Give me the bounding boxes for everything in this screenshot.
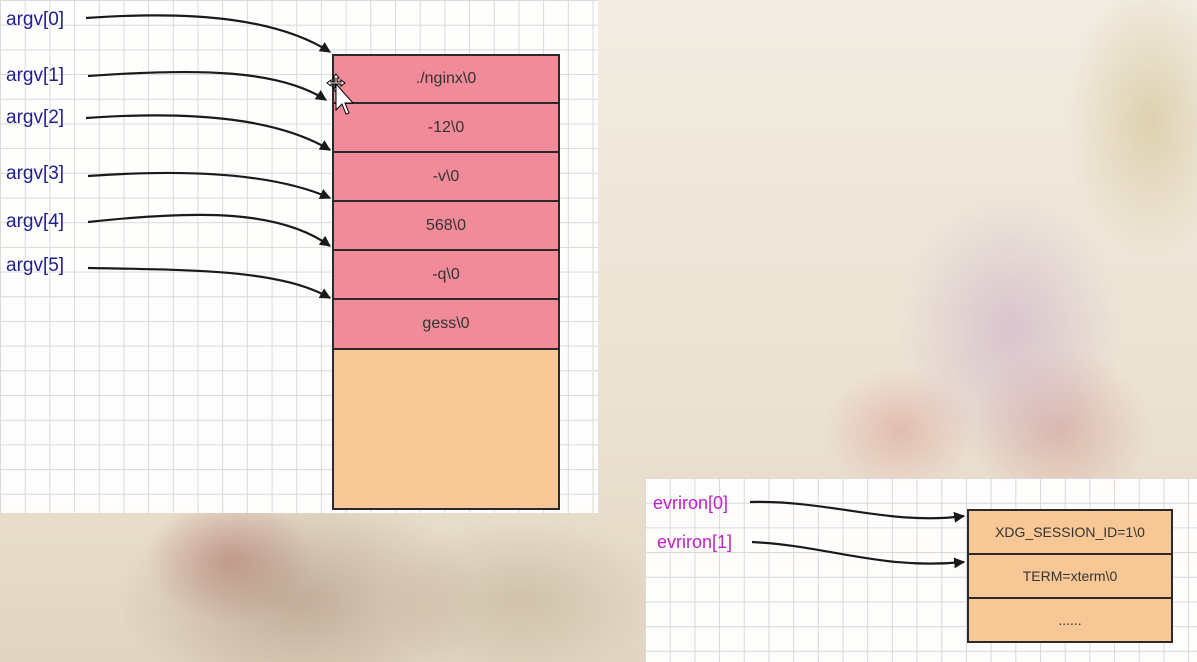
- argv-label-5: argv[5]: [6, 255, 65, 276]
- argv-cell-3: 568\0: [332, 202, 560, 251]
- argv-label-1: argv[1]: [6, 65, 65, 86]
- arrow-argv-1: [87, 70, 327, 101]
- arrow-argv-5: [87, 266, 331, 299]
- arrow-argv-0: [85, 14, 331, 53]
- arrow-argv-4: [87, 213, 331, 247]
- argv-label-2: argv[2]: [6, 107, 65, 128]
- arrow-environ-1: [751, 540, 966, 569]
- argv-label-3: argv[3]: [6, 163, 65, 184]
- argv-cell-2: -v\0: [332, 153, 560, 202]
- environ-cell-ellipsis: ......: [967, 597, 1173, 643]
- argv-label-4: argv[4]: [6, 211, 65, 232]
- argv-cell-4: -q\0: [332, 251, 560, 300]
- environ-label-1: evriron[1]: [657, 532, 733, 552]
- arrow-environ-0: [749, 500, 966, 523]
- move-cursor-icon: [326, 73, 355, 115]
- argv-cell-1: -12\0: [332, 104, 560, 153]
- free-memory-block: [332, 350, 560, 510]
- argv-cell-0: ./nginx\0: [332, 54, 560, 104]
- environ-cell-0: XDG_SESSION_ID=1\0: [967, 509, 1173, 555]
- arrow-argv-3: [87, 171, 332, 200]
- arrow-argv-2: [85, 114, 331, 151]
- argv-cell-5: gess\0: [332, 300, 560, 350]
- environ-label-0: evriron[0]: [653, 493, 729, 513]
- argv-label-0: argv[0]: [6, 9, 65, 30]
